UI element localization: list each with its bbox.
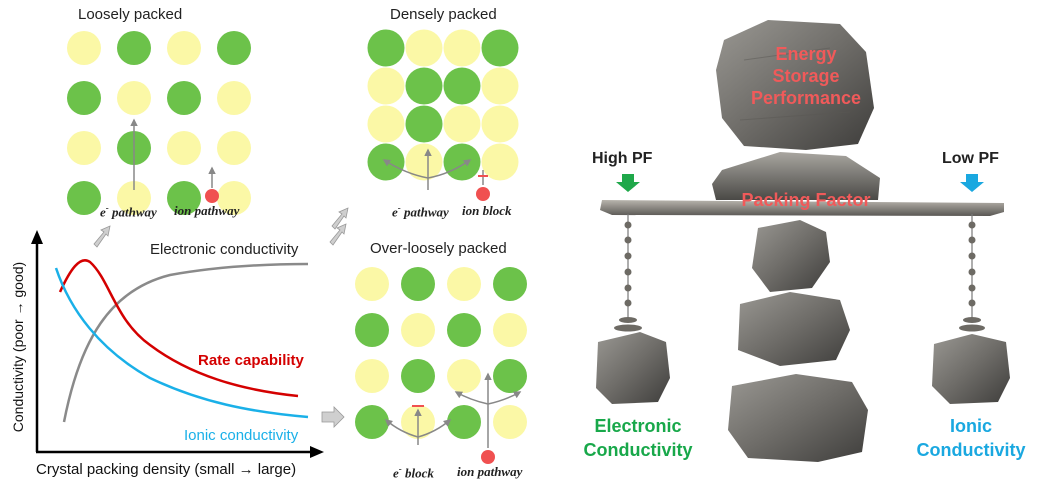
green-circle [355, 405, 389, 439]
yellow-circle [367, 67, 405, 105]
stack-stone-2 [738, 292, 850, 366]
yellow-circle [355, 267, 389, 301]
legend-electronic: Electronic conductivity [150, 241, 299, 258]
green-circle [355, 313, 389, 347]
arrow-to-loose [93, 225, 111, 248]
yellow-circle [481, 105, 519, 143]
green-circle [117, 31, 151, 65]
series-line-ionic [54, 267, 309, 419]
loose-e-pathway-label: e- pathway [100, 203, 157, 220]
overloose-ion-pathway-arrows [454, 372, 522, 448]
series-line-electronic [62, 262, 309, 423]
loose-circle-grid [67, 31, 251, 215]
yellow-circle [447, 359, 481, 393]
high-pf-label: High PF [592, 150, 653, 167]
green-circle [217, 31, 251, 65]
low-pf-label: Low PF [942, 150, 999, 167]
yellow-circle [493, 313, 527, 347]
green-circle [493, 267, 527, 301]
energy-line-2: Storage [772, 66, 839, 86]
yellow-circle [443, 29, 481, 67]
green-circle [405, 67, 443, 105]
green-circle [367, 29, 405, 67]
dense-panel-title: Densely packed [390, 6, 497, 23]
series-line-rate [58, 259, 299, 398]
arrow-to-overloose-lower [321, 406, 345, 428]
dense-ion-dot [476, 187, 490, 201]
green-circle [447, 313, 481, 347]
packing-diagrams [31, 29, 527, 464]
right-chain [959, 214, 985, 332]
yellow-circle [443, 105, 481, 143]
overloose-e-block-label: e- block [393, 464, 434, 481]
packing-factor-text: Packing Factor [741, 190, 870, 210]
loose-ion-dot [205, 189, 219, 203]
high-pf-arrow [616, 174, 640, 192]
yellow-circle [217, 81, 251, 115]
green-circle [401, 267, 435, 301]
y-axis-arrowhead [31, 230, 43, 244]
green-circle [443, 67, 481, 105]
yellow-circle [401, 313, 435, 347]
x-axis-label: Crystal packing density (small → large) [36, 461, 297, 478]
green-circle [405, 105, 443, 143]
green-circle [67, 181, 101, 215]
green-circle [167, 81, 201, 115]
yellow-circle [493, 405, 527, 439]
beam [600, 200, 1004, 216]
yellow-circle [167, 131, 201, 165]
top-stone [716, 20, 874, 150]
yellow-circle [405, 29, 443, 67]
left-chain [614, 214, 642, 332]
overloose-circle-grid [355, 267, 527, 439]
green-circle [67, 81, 101, 115]
green-circle [401, 359, 435, 393]
green-circle [447, 405, 481, 439]
yellow-circle [167, 31, 201, 65]
legend-ionic: Ionic conductivity [184, 427, 299, 444]
loose-ion-pathway-label: ion pathway [174, 203, 240, 218]
energy-line-3: Performance [751, 88, 861, 108]
overloose-ion-pathway-label: ion pathway [457, 464, 523, 479]
yellow-circle [67, 131, 101, 165]
green-circle [493, 359, 527, 393]
middle-stone [712, 152, 880, 200]
arrow-to-dense [331, 207, 349, 230]
yellow-circle [355, 359, 389, 393]
dense-e-pathway-label: e- pathway [392, 203, 449, 220]
low-pf-arrow [960, 174, 984, 192]
loose-panel-title: Loosely packed [78, 6, 183, 23]
yellow-circle [405, 143, 443, 181]
yellow-circle [217, 181, 251, 215]
overloose-ion-dot [481, 450, 495, 464]
arrow-to-overloose [329, 223, 347, 246]
right-weight-stone [932, 334, 1010, 404]
energy-line-1: Energy [775, 44, 836, 64]
conductivity-chart [31, 230, 324, 458]
yellow-circle [367, 105, 405, 143]
green-circle [443, 143, 481, 181]
yellow-circle [217, 131, 251, 165]
green-circle [481, 29, 519, 67]
overloose-e-block-arrows [384, 408, 452, 445]
dense-ion-block-label: ion block [462, 203, 512, 218]
dense-circle-grid [367, 29, 519, 181]
legend-rate: Rate capability [198, 352, 304, 369]
x-axis-arrowhead [310, 446, 324, 458]
yellow-circle [117, 81, 151, 115]
stack-stone-1 [752, 220, 830, 292]
yellow-circle [117, 181, 151, 215]
green-circle [167, 181, 201, 215]
overloose-panel-title: Over-loosely packed [370, 240, 507, 257]
dense-e-pathway-arrows [382, 148, 472, 190]
stack-stone-3 [728, 374, 868, 462]
left-weight-stone [596, 332, 670, 404]
yellow-circle [67, 31, 101, 65]
yellow-circle [447, 267, 481, 301]
yellow-circle [481, 67, 519, 105]
yellow-circle [481, 143, 519, 181]
